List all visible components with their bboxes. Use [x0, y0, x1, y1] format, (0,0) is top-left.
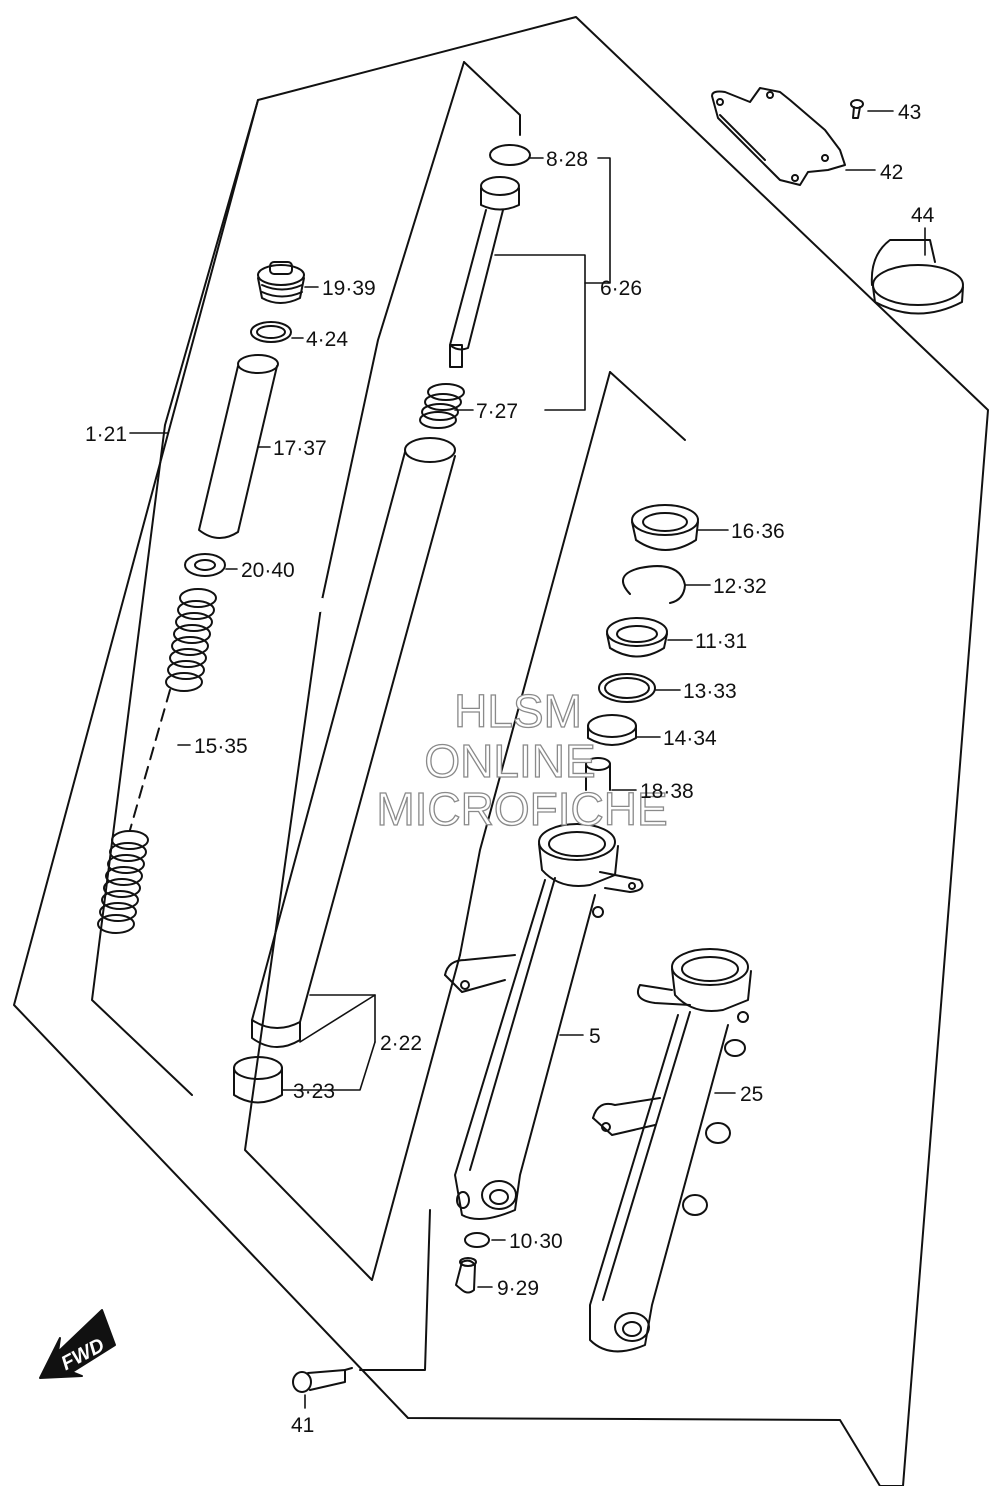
- label-18-38: 18·38: [640, 780, 694, 803]
- label-9-29: 9·29: [497, 1277, 539, 1300]
- fork-cap-bolt: [257, 261, 305, 304]
- o-ring: [250, 321, 292, 343]
- label-41: 41: [291, 1414, 314, 1437]
- oil-seal: [606, 617, 668, 658]
- outer-assembly-frame: [13, 16, 989, 1486]
- slide-bushing: [233, 1056, 283, 1104]
- outer-fork-tube-left: [444, 823, 644, 1220]
- oil-seal-washer: [598, 673, 656, 703]
- label-3-23: 3·23: [293, 1080, 335, 1103]
- spacer-tube: [198, 354, 279, 539]
- damper-rod: [449, 176, 520, 368]
- part-labels: 1·21 19·39 4·24 17·37 20·40 15·35 2·22 3…: [85, 101, 935, 1437]
- damper-group-frame: [463, 61, 521, 136]
- label-12-32: 12·32: [713, 575, 767, 598]
- label-6-26: 6·26: [600, 277, 642, 300]
- label-5: 5: [589, 1025, 601, 1048]
- stopper-ring: [621, 565, 686, 604]
- bottom-bolt-line: [359, 1209, 431, 1371]
- fork-brace-bracket: [711, 87, 846, 186]
- outer-fork-tube-right: [589, 948, 752, 1353]
- label-13-33: 13·33: [683, 680, 737, 703]
- label-15-35: 15·35: [194, 735, 248, 758]
- inner-group-frame: [91, 99, 259, 1096]
- damper-group-frame-lower: [244, 61, 465, 1281]
- outer-tube-frame: [609, 371, 686, 441]
- inner-fork-tube: [251, 437, 456, 1048]
- drain-gasket: [464, 1232, 490, 1248]
- outer-tube-frame-left: [459, 371, 611, 956]
- label-8-28: 8·28: [546, 148, 588, 171]
- damper-bolt: [455, 1257, 477, 1294]
- label-44: 44: [911, 204, 935, 227]
- leader-lines: [129, 110, 926, 1409]
- label-14-34: 14·34: [663, 727, 717, 750]
- label-1-21: 1·21: [85, 423, 127, 446]
- watermark: HLSM ONLINE MICROFICHE: [376, 684, 669, 835]
- label-20-40: 20·40: [241, 559, 295, 582]
- pinch-bolt: [292, 1367, 353, 1393]
- label-10-30: 10·30: [509, 1230, 563, 1253]
- label-43: 43: [898, 101, 921, 124]
- damper-ring: [489, 144, 531, 166]
- svg-text:MICROFICHE: MICROFICHE: [376, 783, 667, 835]
- label-42: 42: [880, 161, 903, 184]
- rebound-spring: [419, 383, 465, 429]
- label-17-37: 17·37: [273, 437, 327, 460]
- oil-lock-piece: [585, 757, 611, 791]
- label-2-22: 2·22: [380, 1032, 422, 1055]
- fork-spring: [97, 588, 217, 934]
- fwd-arrow-icon: [39, 1309, 116, 1379]
- label-25: 25: [740, 1083, 763, 1106]
- label-7-27: 7·27: [476, 400, 518, 423]
- label-4-24: 4·24: [306, 328, 348, 351]
- dust-seal: [631, 504, 699, 551]
- label-16-36: 16·36: [731, 520, 785, 543]
- label-11-31: 11·31: [695, 630, 747, 653]
- svg-text:HLSM: HLSM: [454, 685, 582, 737]
- guide-bushing: [587, 714, 637, 746]
- bracket-screw: [850, 99, 864, 119]
- spring-seat-washer: [184, 553, 226, 577]
- fork-cover: [870, 239, 964, 315]
- svg-text:ONLINE: ONLINE: [424, 735, 595, 787]
- label-19-39: 19·39: [322, 277, 376, 300]
